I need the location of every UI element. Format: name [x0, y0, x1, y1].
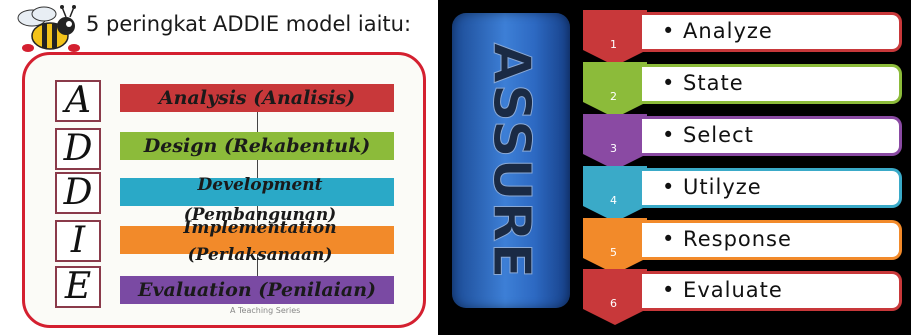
addie-panel: 5 peringkat ADDIE model iaitu: A D D I E… [0, 0, 438, 335]
assure-steps: 1 • Analyze 2 • State 3 • Select 4 • Utilyze 5 • … [576, 0, 911, 335]
development-label: Development (Pembangunan) [183, 175, 337, 225]
step-number: 2 [610, 90, 617, 103]
step-number: 5 [610, 246, 617, 259]
step-box: • Analyze [642, 12, 902, 52]
implementation-label: Implementation (Perlaksanaan) [183, 218, 337, 265]
step-label: • Select [662, 123, 754, 147]
step-label: • Utilyze [662, 175, 762, 199]
design-label: Design (Rekabentuk) [143, 135, 371, 157]
step-box: • Utilyze [642, 168, 902, 208]
evaluation-label: Evaluation (Penilaian) [137, 279, 377, 301]
step-chevron-icon [583, 62, 647, 118]
design-bar [120, 132, 394, 160]
step-box: • Evaluate [642, 271, 902, 311]
addie-title: 5 peringkat ADDIE model iaitu: [86, 12, 412, 36]
step-number: 1 [610, 38, 617, 51]
implementation-bar [120, 226, 394, 254]
step-label: • Analyze [662, 19, 773, 43]
assure-title: ASSURE [481, 42, 542, 280]
step-label: • Evaluate [662, 278, 783, 302]
assure-block [452, 13, 570, 308]
step-chevron-icon [583, 10, 647, 66]
evaluation-bar [120, 276, 394, 304]
step-box: • State [642, 64, 902, 104]
step-chevron-icon [583, 269, 647, 325]
step-box: • Response [642, 220, 902, 260]
addie-letter-a: A [55, 80, 101, 122]
assure-title-wrap: ASSURE [452, 13, 570, 308]
step-box: • Select [642, 116, 902, 156]
step-label: • State [662, 71, 744, 95]
connector-line [257, 254, 258, 276]
step-chevron-icon [583, 114, 647, 170]
addie-letter-d1: D [55, 128, 101, 170]
step-number: 4 [610, 194, 617, 207]
addie-letter-d2: D [55, 172, 101, 214]
connector-line [257, 206, 258, 226]
analysis-bar [120, 84, 394, 112]
watermark: A Teaching Series [230, 306, 301, 315]
step-chevron-icon [583, 166, 647, 222]
analysis-label: Analysis (Analisis) [158, 87, 356, 109]
step-number: 3 [610, 142, 617, 155]
connector-line [257, 112, 258, 132]
bee-mascot-icon [17, 5, 80, 52]
addie-letter-e: E [55, 266, 101, 308]
step-label: • Response [662, 227, 792, 251]
connector-line [257, 160, 258, 178]
addie-letter-i: I [55, 220, 101, 262]
development-bar [120, 178, 394, 206]
step-chevron-icon [583, 218, 647, 274]
step-number: 6 [610, 297, 617, 310]
